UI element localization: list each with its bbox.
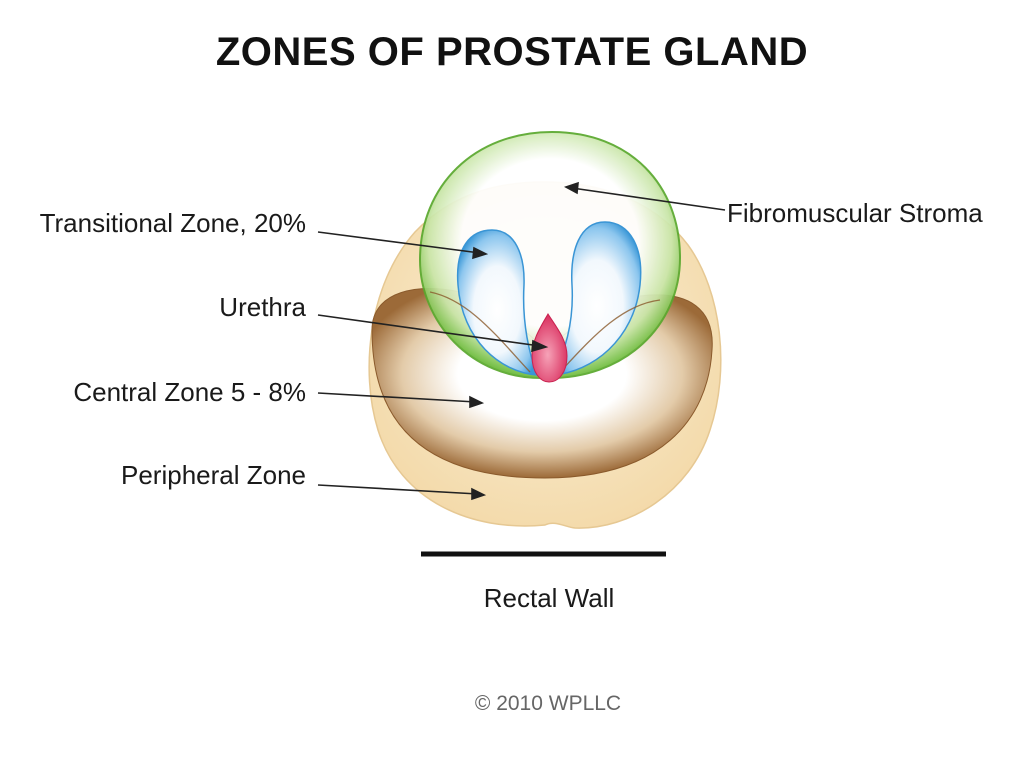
- leader-lines: [317, 181, 726, 501]
- fibromuscular-stroma-label: Fibromuscular Stroma: [727, 198, 983, 228]
- central-zone-edge-right: [559, 299, 661, 373]
- fibromuscular-stroma-pointer: [571, 187, 726, 211]
- transitional-zone-right-lobe: [551, 221, 642, 376]
- central-zone-label: Central Zone 5 - 8%: [73, 377, 306, 407]
- peripheral-zone-arrowhead: [471, 487, 487, 501]
- central-zone-pointer: [317, 392, 477, 403]
- transitional-zone-arrowhead: [472, 246, 489, 260]
- urethra-arrowhead: [531, 339, 549, 353]
- transitional-zone-label: Transitional Zone, 20%: [39, 208, 306, 238]
- transitional-zone-pointer: [317, 231, 481, 254]
- urethra-label: Urethra: [219, 292, 306, 322]
- central-zone-edge-left: [429, 291, 531, 373]
- copyright-credit: © 2010 WPLLC: [474, 692, 622, 715]
- transitional-zone-left-lobe: [456, 229, 539, 376]
- fibromuscular-stroma-arrowhead: [564, 181, 579, 195]
- rectal-wall-label: Rectal Wall: [483, 583, 615, 613]
- urethra-pointer: [317, 314, 541, 347]
- peripheral-zone-label: Peripheral Zone: [121, 460, 306, 490]
- diagram-title: ZONES OF PROSTATE GLAND: [215, 30, 809, 74]
- peripheral-zone-pointer: [317, 484, 479, 495]
- central-zone-arrowhead: [469, 395, 485, 409]
